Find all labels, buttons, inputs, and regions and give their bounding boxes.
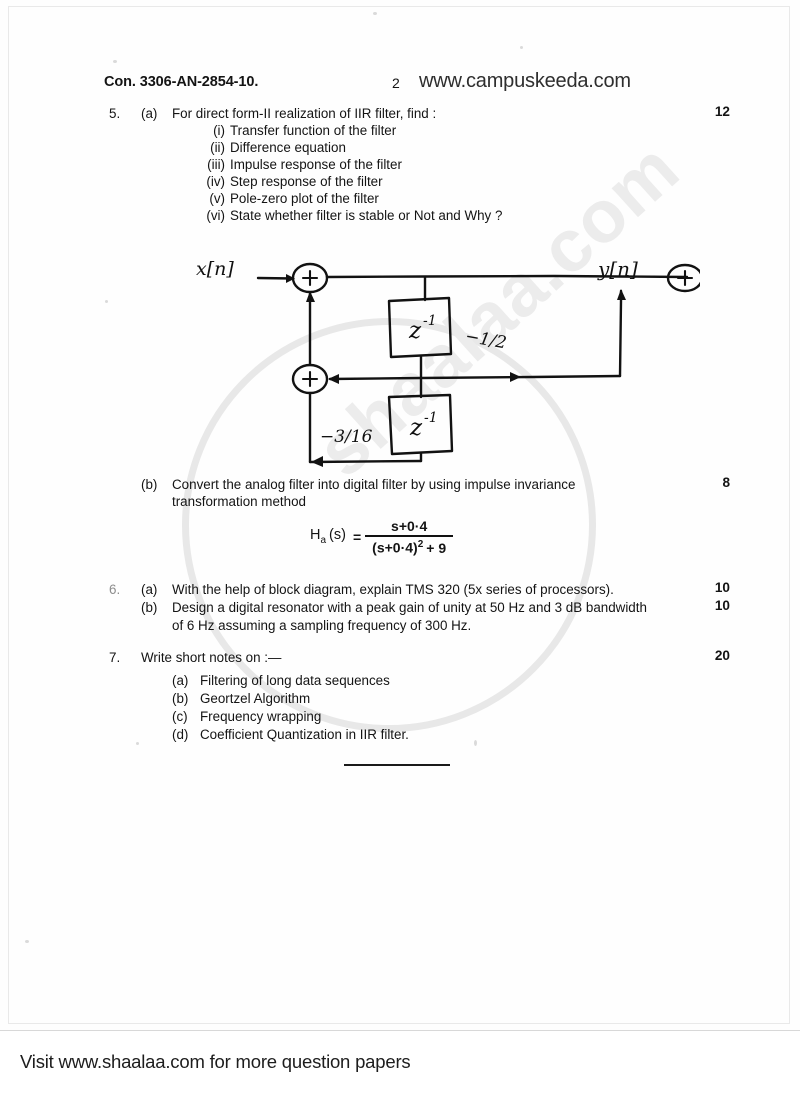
question-5a-text: For direct form-II realization of IIR fi… [172,106,437,121]
scan-speck [136,742,139,745]
formula-fraction-bar [365,535,454,537]
subitem-text: Difference equation [230,140,346,155]
scan-speck [113,60,117,63]
question-7-number: 7. [109,650,121,665]
question-7-text: Write short notes on :— [141,650,282,665]
question-5-number: 5. [109,106,121,121]
question-6-number: 6. [109,582,121,597]
subitem-text: Filtering of long data sequences [200,673,390,688]
delay-block-2-exponent: -1 [424,410,438,426]
question-7-subitem: (d) Coefficient Quantization in IIR filt… [172,726,572,744]
scan-speck [25,940,29,943]
question-5-subitem: (i) Transfer function of the filter [190,122,590,140]
subitem-text: Geortzel Algorithm [200,691,311,706]
subitem-text: Step response of the filter [230,174,383,189]
subitem-label: (iv) [206,174,225,189]
formula-lhs-argument: (s) [329,527,346,544]
end-of-paper-rule [344,764,450,766]
subitem-text: Frequency wrapping [200,709,322,724]
question-7-subitem: (c) Frequency wrapping [172,708,572,726]
subitem-text: Transfer function of the filter [230,123,397,138]
question-5b-marks: 8 [722,475,730,490]
block-diagram-svg: z -1 z -1 [256,262,700,467]
scan-speck [520,46,523,49]
question-6b-marks: 10 [714,598,730,613]
transfer-function-formula: Ha(s) = s+0·4 (s+0·4)2+ 9 [310,518,454,556]
diagram-output-label: y[n] [598,257,638,281]
question-5-subitem: (ii) Difference equation [190,139,590,157]
question-5b-text-line2: transformation method [172,494,306,509]
subitem-label: (ii) [210,140,225,155]
question-7-subitem: (b) Geortzel Algorithm [172,690,572,708]
question-6b-part: (b) [141,600,158,615]
subitem-label: (a) [172,673,189,688]
footer-text: Visit www.shaalaa.com for more question … [20,1051,411,1072]
formula-denominator-base: (s+0·4) [372,539,418,556]
formula-denominator-tail: + 9 [426,539,447,556]
delay-block-2-label: z [409,415,423,441]
question-5-subitem: (v) Pole-zero plot of the filter [190,190,590,208]
formula-lhs-symbol: H [310,527,321,544]
page-header: Con. 3306-AN-2854-10. 2 www.campuskeeda.… [0,70,800,100]
diagram-coefficient-2-label: −3/16 [320,427,373,447]
formula-denominator-exponent: 2 [417,539,424,550]
subitem-label: (b) [172,691,189,706]
question-6b-text-line1: Design a digital resonator with a peak g… [172,600,647,615]
formula-equals-sign: = [352,528,362,545]
delay-block-1-exponent: -1 [423,313,437,329]
question-6a-marks: 10 [714,580,730,595]
subitem-text: Pole-zero plot of the filter [230,191,379,206]
question-5a-marks: 12 [714,104,730,119]
subitem-label: (v) [209,191,225,206]
question-7-marks: 20 [714,648,730,663]
direct-form-ii-block-diagram: z -1 z -1 x[n] y[n] −1/2 −3/16 [180,245,700,470]
question-7-subitem: (a) Filtering of long data sequences [172,672,572,690]
question-5b-text-line1: Convert the analog filter into digital f… [172,477,576,492]
subitem-text: Impulse response of the filter [230,157,402,172]
question-5a-part: (a) [141,106,158,121]
subitem-label: (c) [172,709,188,724]
exam-paper-page: shaalaa.com Con. 3306-AN-2854-10. 2 www.… [0,6,800,1024]
page-border [8,6,790,1024]
scan-speck [474,740,477,746]
question-5-subitem: (vi) State whether filter is stable or N… [190,207,590,225]
scan-speck [105,300,108,303]
page-footer: Visit www.shaalaa.com for more question … [0,1030,800,1097]
delay-block-1-label: z [408,318,422,344]
question-5-subitem: (iii) Impulse response of the filter [190,156,590,174]
question-6a-part: (a) [141,582,158,597]
question-6a-text: With the help of block diagram, explain … [172,582,614,597]
con-code-label: Con. 3306-AN-2854-10. [104,74,259,90]
footer-divider [0,1030,800,1031]
formula-denominator: (s+0·4)2+ 9 [365,537,453,556]
formula-lhs: Ha(s) [310,527,346,546]
page-number-label: 2 [392,75,400,91]
question-6b-text-line2: of 6 Hz assuming a sampling frequency of… [172,618,472,633]
formula-lhs-subscript: a [320,535,327,547]
subitem-text: Coefficient Quantization in IIR filter. [200,727,409,742]
subitem-text: State whether filter is stable or Not an… [230,208,503,223]
campuskeeda-watermark: www.campuskeeda.com [419,70,631,92]
scan-speck [373,12,377,15]
formula-numerator: s+0·4 [391,518,428,534]
subitem-label: (i) [213,123,225,138]
formula-fraction: s+0·4 (s+0·4)2+ 9 [365,518,454,556]
question-5-subitem: (iv) Step response of the filter [190,173,590,191]
subitem-label: (vi) [206,208,225,223]
subitem-label: (iii) [207,157,225,172]
question-5b-part: (b) [141,477,158,492]
subitem-label: (d) [172,727,189,742]
diagram-input-label: x[n] [196,258,234,280]
